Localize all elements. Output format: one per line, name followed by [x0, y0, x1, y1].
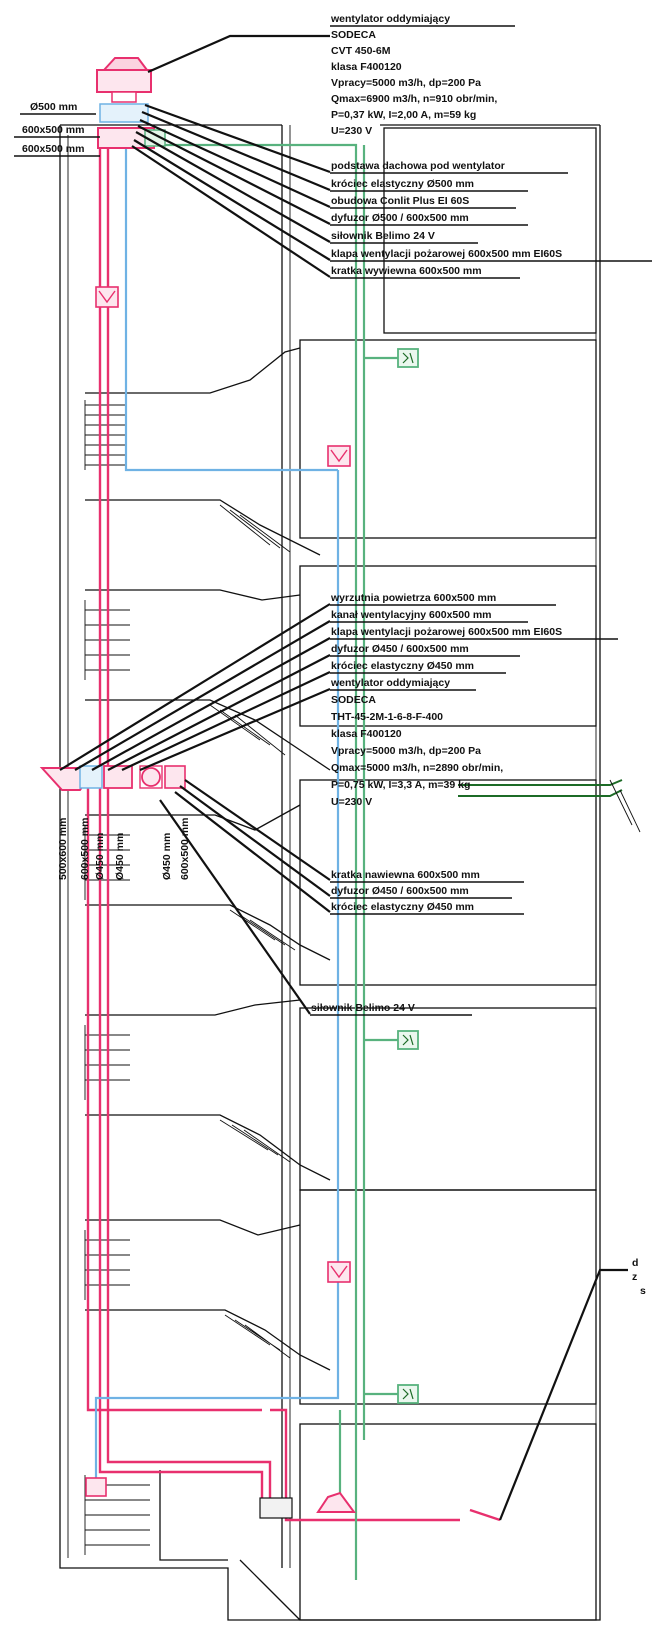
side-fan-cluster — [39, 765, 186, 791]
exhaust-duct-lower — [94, 470, 340, 1478]
vertical-dimension-labels: 500x600 mm 600x500 mm Ø450 mm Ø450 mm Ø4… — [57, 818, 191, 880]
building-structure — [59, 124, 601, 1621]
cut-label-0: d — [632, 1257, 638, 1269]
top-fan-spec-block: wentylator oddymiający SODECA CVT 450-6M… — [330, 13, 515, 137]
top-fan-spec-2: CVT 450-6M — [331, 45, 391, 57]
top-fan-spec-0: wentylator oddymiający — [330, 13, 450, 25]
dim-label-0: Ø500 mm — [30, 101, 77, 113]
top-component-2: obudowa Conlit Plus EI 60S — [331, 195, 469, 207]
stair-flights — [84, 347, 331, 1621]
top-component-5: klapa wentylacji pożarowej 600x500 mm EI… — [331, 248, 562, 260]
vdim-0: 500x600 mm — [57, 818, 69, 880]
bottom-inline-fan — [85, 1477, 356, 1519]
mid-fan-spec-block: wentylator oddymiający SODECA THT-45-2M-… — [330, 677, 503, 808]
cut-label-2: s — [640, 1285, 646, 1297]
top-component-1: króciec elastyczny Ø500 mm — [331, 178, 474, 190]
mid-component-0: wyrzutnia powietrza 600x500 mm — [330, 592, 496, 604]
leader-lines-lower — [159, 779, 628, 1521]
top-fan-spec-1: SODECA — [331, 29, 376, 41]
mid-component-1: kanał wentylacyjny 600x500 mm — [331, 609, 492, 621]
ducts — [86, 135, 501, 1580]
mid-component-4: króciec elastyczny Ø450 mm — [331, 660, 474, 672]
lower-component-2: króciec elastyczny Ø450 mm — [331, 901, 474, 913]
lower-component-1: dyfuzor Ø450 / 600x500 mm — [331, 885, 469, 897]
dim-label-2: 600x500 mm — [22, 143, 84, 155]
mid-fan-spec-1: SODECA — [331, 694, 376, 706]
leader-lines-top — [131, 34, 331, 278]
top-fan-spec-6: P=0,37 kW, I=2,00 A, m=59 kg — [331, 109, 476, 121]
top-fan-spec-5: Qmax=6900 m3/h, n=910 obr/min, — [331, 93, 497, 105]
shaft-outer-wall — [59, 125, 601, 1621]
dim-label-1: 600x500 mm — [22, 124, 84, 136]
vdim-5: 600x500 mm — [179, 818, 191, 880]
leader-lines-mid — [59, 603, 331, 772]
mid-fan-spec-3: klasa F400120 — [331, 728, 402, 740]
outside-cable — [458, 779, 641, 833]
top-component-3: dyfuzor Ø500 / 600x500 mm — [331, 212, 469, 224]
mid-fan-spec-7: U=230 V — [331, 796, 372, 808]
vdim-1: 600x500 mm — [79, 818, 91, 880]
top-fan-spec-4: Vpracy=5000 m3/h, dp=200 Pa — [331, 77, 481, 89]
mid-fan-spec-0: wentylator oddymiający — [330, 677, 450, 689]
actuator-box — [397, 348, 419, 1404]
supply-duct-bottom — [270, 1408, 460, 1522]
mid-fan-spec-5: Qmax=5000 m3/h, n=2890 obr/min, — [331, 762, 503, 774]
top-component-6: kratka wywiewna 600x500 mm — [331, 265, 482, 277]
actuator-label: siłownik Belimo 24 V — [311, 1002, 415, 1014]
mid-fan-spec-4: Vpracy=5000 m3/h, dp=200 Pa — [331, 745, 481, 757]
top-fan-spec-3: klasa F400120 — [331, 61, 402, 73]
top-component-4: siłownik Belimo 24 V — [331, 230, 435, 242]
lower-component-0: kratka nawiewna 600x500 mm — [331, 869, 480, 881]
supply-duct-left — [98, 135, 264, 1515]
mid-component-2: klapa wentylacji pożarowej 600x500 mm EI… — [331, 626, 562, 638]
floor-slabs — [299, 127, 597, 1621]
top-fan-spec-7: U=230 V — [331, 125, 372, 137]
cut-edge-label: d z s — [632, 1257, 646, 1297]
mid-fan-spec-6: P=0,75 kW, I=3,3 A, m=39 kg — [331, 779, 470, 791]
exhaust-grille-lower — [327, 1261, 351, 1283]
damper-box — [95, 286, 119, 308]
top-dimension-labels: Ø500 mm 600x500 mm 600x500 mm — [14, 101, 100, 157]
top-component-labels: podstawa dachowa pod wentylator króciec … — [330, 160, 652, 279]
cut-label-1: z — [632, 1271, 637, 1283]
mid-component-3: dyfuzor Ø450 / 600x500 mm — [331, 643, 469, 655]
control-cable-riser — [160, 143, 358, 1580]
mid-component-labels: wyrzutnia powietrza 600x500 mm kanał wen… — [330, 592, 618, 674]
vdim-2: Ø450 mm — [94, 833, 106, 880]
vdim-3: Ø450 mm — [114, 833, 126, 880]
lower-component-labels: kratka nawiewna 600x500 mm dyfuzor Ø450 … — [310, 869, 524, 1016]
exhaust-grille-upper — [327, 445, 351, 467]
mid-fan-spec-2: THT-45-2M-1-6-8-F-400 — [331, 711, 443, 723]
top-component-0: podstawa dachowa pod wentylator — [331, 160, 505, 172]
supply-outlet — [469, 1508, 501, 1522]
exhaust-duct-upper — [124, 135, 338, 472]
vdim-4: Ø450 mm — [161, 833, 173, 880]
